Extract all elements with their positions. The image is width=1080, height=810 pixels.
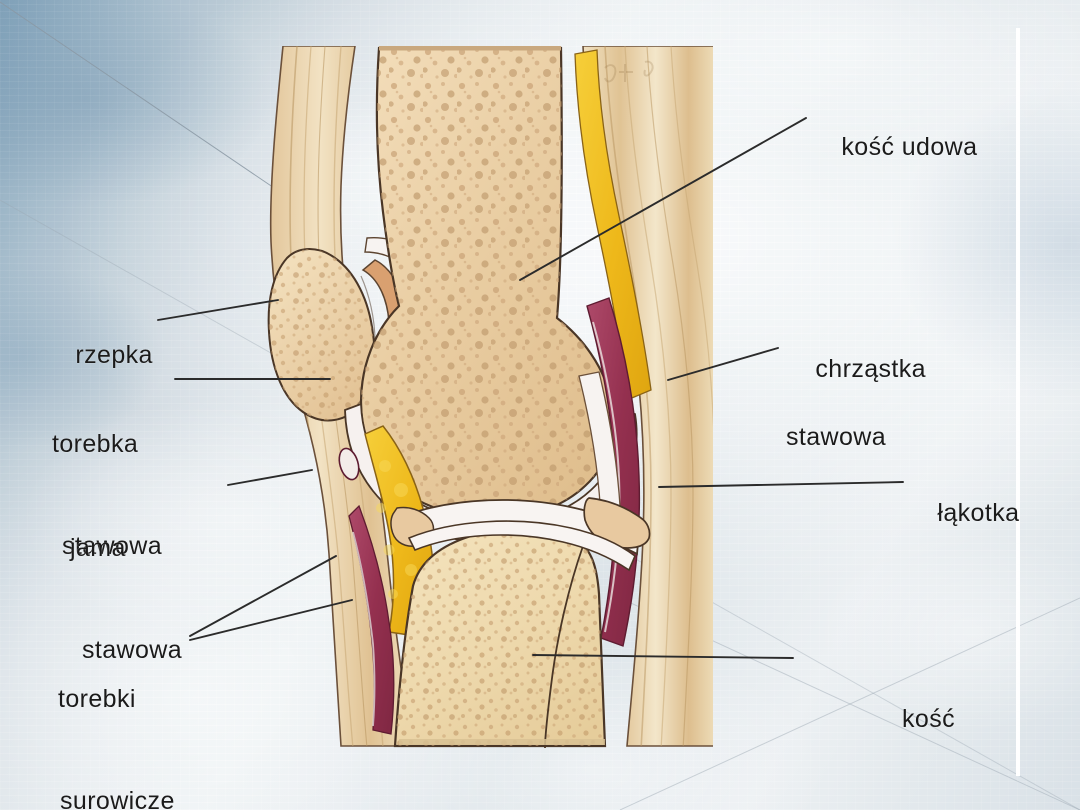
label-rzepka-text: rzepka bbox=[75, 341, 153, 369]
label-jama-line1: jama bbox=[70, 534, 126, 562]
knee-joint-illustration bbox=[253, 46, 713, 752]
label-lakotka-text: łąkotka bbox=[937, 499, 1020, 527]
bursa-highlight bbox=[352, 531, 376, 727]
label-torebki-line2: surowicze bbox=[60, 787, 175, 810]
bursa-group bbox=[338, 447, 395, 735]
label-torebka-stawowa: torebka stawowa bbox=[52, 359, 162, 631]
label-kosc-line2: piszczelowa bbox=[782, 804, 955, 810]
patella-trabeculae bbox=[268, 249, 375, 421]
label-lakotka: łąkotka bbox=[908, 462, 1019, 564]
label-kosc-piszczelowa: kość piszczelowa bbox=[782, 634, 955, 810]
tibial-tuberosity-line bbox=[544, 545, 584, 749]
label-torebki-line1: torebki bbox=[58, 685, 136, 713]
patella-group bbox=[267, 248, 376, 422]
label-chrzastka-line2: stawowa bbox=[786, 423, 887, 451]
diagonal-line-topleft bbox=[0, 1, 287, 197]
label-chrzastka-stawowa: chrząstka stawowa bbox=[786, 318, 926, 522]
label-torebka-line2: stawowa bbox=[62, 532, 163, 560]
label-kosc-udowa: kość udowa bbox=[812, 96, 977, 198]
label-kosc-udowa-text: kość udowa bbox=[841, 133, 978, 161]
label-torebka-line1: torebka bbox=[52, 430, 139, 458]
label-jama-stawowa: jama stawowa bbox=[70, 463, 182, 735]
label-torebki-surowicze: torebki surowicze bbox=[58, 614, 175, 810]
tibia-group bbox=[393, 520, 636, 749]
tibia-cancellous-texture bbox=[395, 527, 605, 746]
label-rzepka: rzepka bbox=[46, 304, 153, 406]
label-kosc-line1: kość bbox=[902, 705, 956, 733]
prepatellar-bursa bbox=[338, 447, 360, 481]
femur-cancellous-texture bbox=[361, 48, 614, 518]
handwriting-marks bbox=[604, 60, 654, 83]
label-jama-line2: stawowa bbox=[82, 636, 183, 664]
tibial-articular-cartilage bbox=[407, 520, 636, 572]
meniscus-lateral bbox=[583, 497, 651, 549]
label-chrzastka-line1: chrząstka bbox=[815, 355, 926, 383]
posterior-capsule-highlight bbox=[592, 321, 621, 633]
diagonal-line-bottomright-2 bbox=[619, 597, 1080, 810]
femur-group bbox=[359, 46, 616, 519]
